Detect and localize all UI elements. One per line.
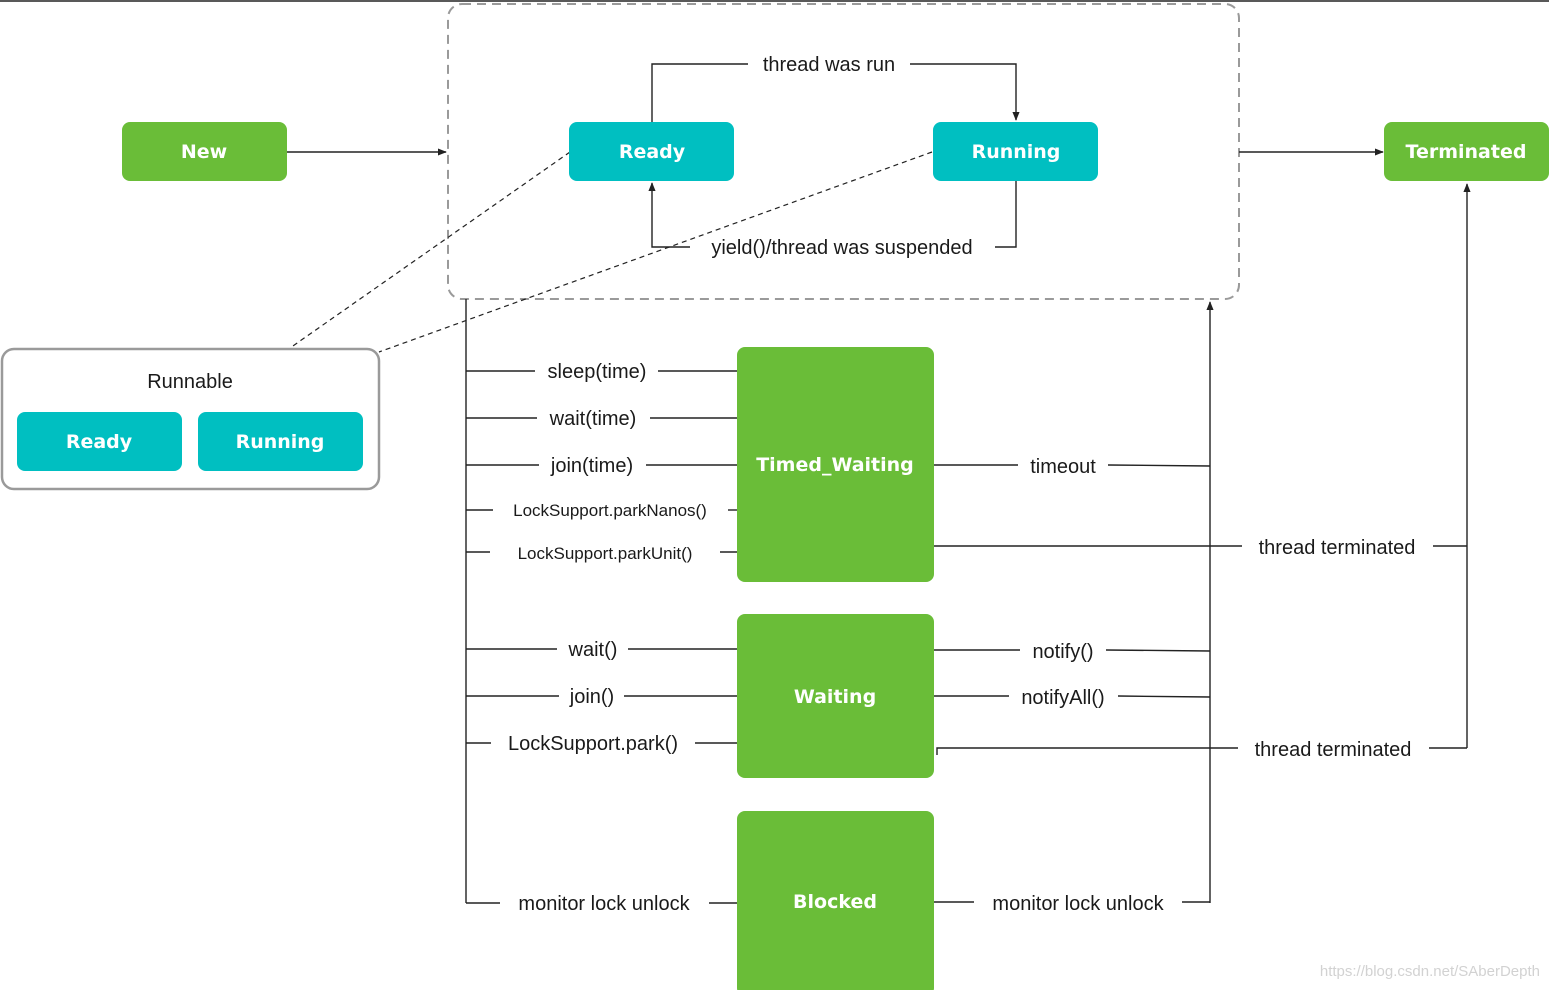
edge-thread-was-run xyxy=(651,63,748,122)
label-monitor-lock-unlock-in: monitor lock unlock xyxy=(518,893,690,915)
node-waiting: Waiting xyxy=(737,614,934,778)
node-timed-waiting-label: Timed_Waiting xyxy=(756,454,914,476)
label-monitor-lock-unlock-out: monitor lock unlock xyxy=(992,893,1164,915)
edge-timeout-b xyxy=(1107,464,1211,467)
label-yield-suspended: yield()/thread was suspended xyxy=(711,237,972,259)
label-thread-terminated-2: thread terminated xyxy=(1255,739,1412,761)
node-timed-waiting-box xyxy=(737,347,934,582)
node-terminated-label: Terminated xyxy=(1406,141,1527,163)
label-park-unit: LockSupport.parkUnit() xyxy=(518,544,693,563)
runnable-legend-running-label: Running xyxy=(236,431,325,453)
dashed-connector-ready xyxy=(289,151,571,349)
label-park-nanos: LockSupport.parkNanos() xyxy=(513,501,707,520)
edge-notify-b xyxy=(1105,649,1211,652)
label-join-time: join(time) xyxy=(550,455,633,477)
label-join: join() xyxy=(569,686,614,708)
label-sleep-time: sleep(time) xyxy=(548,361,647,383)
label-notify-all: notifyAll() xyxy=(1021,687,1104,709)
node-running-box xyxy=(933,122,1098,181)
label-notify: notify() xyxy=(1032,641,1093,663)
node-blocked: Blocked xyxy=(737,811,934,990)
node-blocked-box xyxy=(737,811,934,990)
label-thread-terminated-1: thread terminated xyxy=(1259,537,1416,559)
runnable-legend-ready-box xyxy=(17,412,182,471)
node-terminated: Terminated xyxy=(1384,122,1549,181)
node-ready: Ready xyxy=(569,122,734,181)
node-new-label: New xyxy=(181,141,227,163)
label-wait-time: wait(time) xyxy=(549,408,637,430)
node-timed-waiting: Timed_Waiting xyxy=(737,347,934,582)
node-blocked-label: Blocked xyxy=(793,891,877,913)
node-running-label: Running xyxy=(972,141,1061,163)
edge-notify-all-b xyxy=(1117,695,1211,698)
label-wait: wait() xyxy=(568,639,618,661)
edge-thread-was-run-2 xyxy=(910,63,1020,121)
node-running: Running xyxy=(933,122,1098,181)
node-new: New xyxy=(122,122,287,181)
runnable-legend-running-box xyxy=(198,412,363,471)
label-park: LockSupport.park() xyxy=(508,733,678,755)
edge-thread-terminated-2a xyxy=(936,747,1238,755)
node-ready-label: Ready xyxy=(619,141,686,163)
runnable-legend-title: Runnable xyxy=(147,371,233,393)
node-new-box xyxy=(122,122,287,181)
dashed-connector-running xyxy=(378,151,933,353)
edge-yield xyxy=(995,181,1017,248)
runnable-legend: Runnable Ready Running xyxy=(0,347,381,491)
watermark: https://blog.csdn.net/SAberDepth xyxy=(1320,963,1540,980)
node-terminated-box xyxy=(1384,122,1549,181)
runnable-legend-ready-label: Ready xyxy=(66,431,133,453)
label-thread-was-run: thread was run xyxy=(763,54,895,76)
node-ready-box xyxy=(569,122,734,181)
node-waiting-box xyxy=(737,614,934,778)
edge-yield-2 xyxy=(648,182,690,248)
label-timeout: timeout xyxy=(1030,456,1096,478)
node-waiting-label: Waiting xyxy=(794,686,876,708)
